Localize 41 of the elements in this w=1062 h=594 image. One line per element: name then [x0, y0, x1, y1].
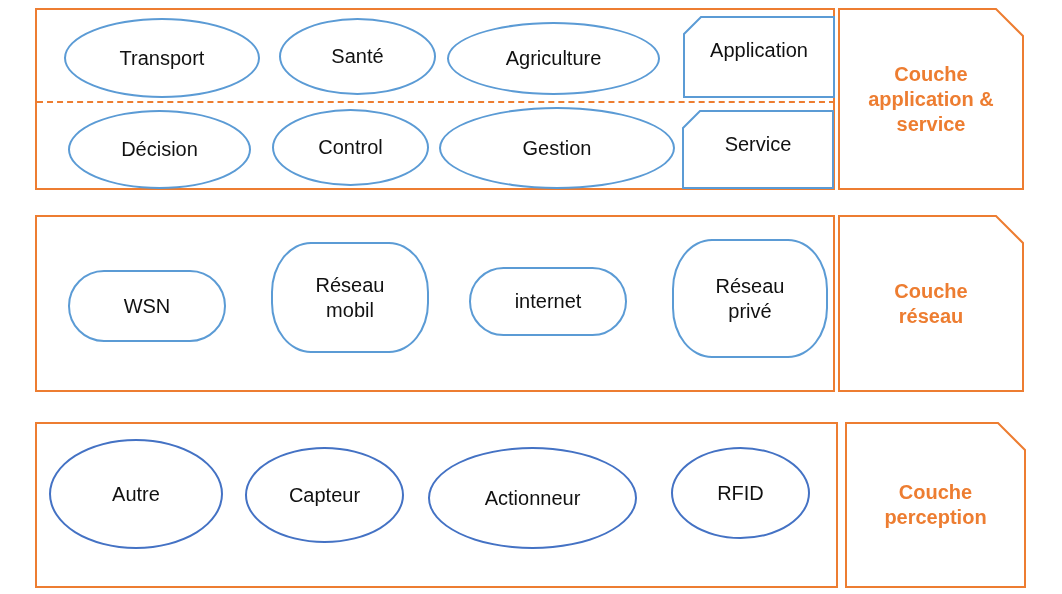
node-label: Réseau privé: [714, 273, 786, 324]
tab-shape-node: [683, 16, 835, 98]
rounded-node: [271, 242, 429, 353]
node-label: WSN: [123, 293, 171, 319]
node-label: Réseau mobil: [314, 272, 386, 323]
node-label: Gestion: [522, 135, 592, 161]
ellipse-node: [68, 110, 251, 189]
rounded-node: [672, 239, 828, 358]
node-label: Control: [318, 135, 383, 160]
ellipse-node: [49, 439, 223, 549]
node-label: Capteur: [288, 482, 361, 508]
ellipse-node: [64, 18, 260, 98]
ellipse-node: [671, 447, 810, 539]
ellipse-node: [428, 447, 637, 549]
node-label: Santé: [331, 44, 384, 69]
node-label: Transport: [119, 45, 205, 71]
tab-shape-node: [682, 110, 834, 189]
ellipse-node: [245, 447, 404, 543]
layer-panel: [35, 215, 835, 392]
node-label: Agriculture: [505, 46, 602, 71]
layer-title: Couche application & service: [867, 61, 995, 137]
rounded-node: [469, 267, 627, 336]
node-label: Autre: [112, 481, 160, 507]
rounded-node: [68, 270, 226, 342]
ellipse-node: [272, 109, 429, 186]
layer-label-card: [845, 422, 1026, 588]
layer-panel: [35, 8, 835, 190]
ellipse-node: [447, 22, 660, 95]
node-label: Actionneur: [484, 485, 581, 511]
node-label: Décision: [121, 137, 198, 162]
layer-title: Couche réseau: [893, 278, 969, 329]
node-label: RFID: [717, 480, 764, 506]
layer-label-card: [838, 8, 1024, 190]
ellipse-node: [279, 18, 436, 95]
node-label: internet: [514, 289, 582, 314]
layer-title: Couche perception: [883, 480, 988, 530]
node-label: Service: [724, 132, 792, 157]
node-label: Application: [710, 38, 808, 63]
layer-panel: [35, 422, 838, 588]
ellipse-node: [439, 107, 675, 189]
layer-label-card: [838, 215, 1024, 392]
